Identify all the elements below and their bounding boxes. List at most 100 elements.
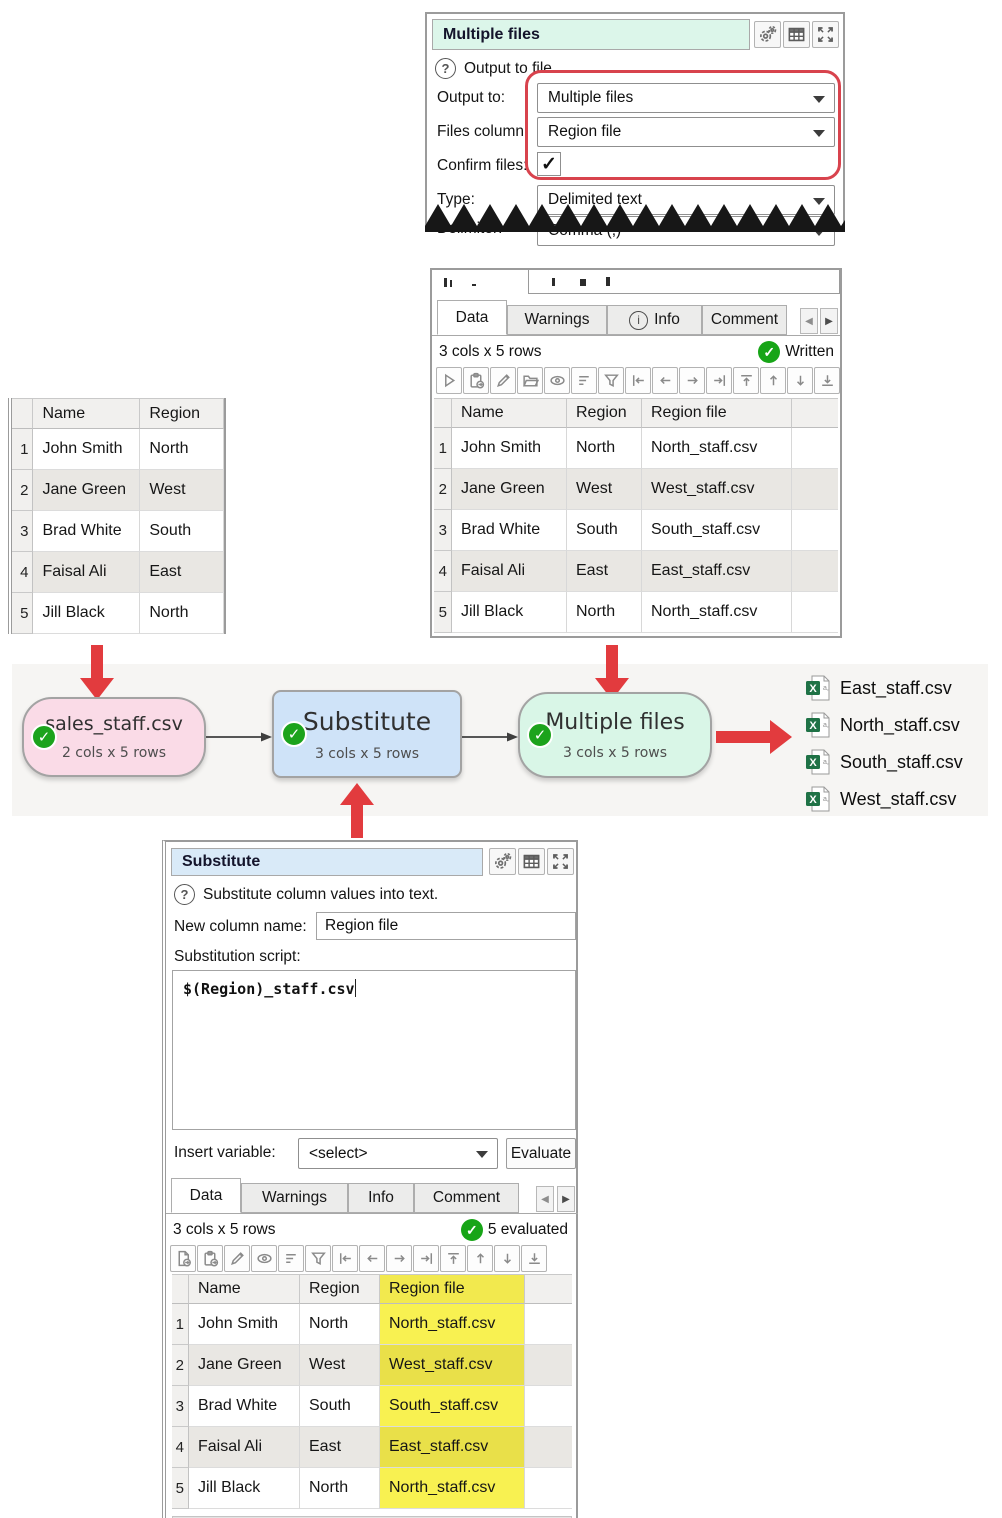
first-column-button[interactable] [332, 1245, 358, 1272]
tab-info[interactable]: i Info [607, 305, 702, 335]
cell[interactable]: John Smith [452, 428, 567, 469]
cell[interactable]: East [300, 1427, 380, 1468]
substitution-script-textarea[interactable]: $(Region)_staff.csv [172, 970, 576, 1130]
edit-button[interactable] [490, 367, 516, 394]
play-button[interactable] [436, 367, 462, 394]
row-number[interactable]: 1 [172, 1304, 189, 1345]
node-sales-staff-csv[interactable]: ✓ sales_staff.csv 2 cols x 5 rows [22, 697, 206, 777]
column-header[interactable]: Region [140, 398, 224, 429]
settings-gear-button[interactable] [489, 848, 516, 875]
row-number[interactable]: 2 [172, 1345, 189, 1386]
first-row-button[interactable] [440, 1245, 466, 1272]
cell[interactable]: Faisal Ali [33, 552, 141, 593]
cell[interactable]: East [140, 552, 224, 593]
tab-data[interactable]: Data [171, 1178, 241, 1213]
view-button[interactable] [251, 1245, 277, 1272]
cell[interactable]: North_staff.csv [642, 428, 792, 469]
cell[interactable]: Jane Green [33, 470, 141, 511]
settings-gear-button[interactable] [754, 21, 781, 48]
cell[interactable]: Faisal Ali [189, 1427, 300, 1468]
cell[interactable]: Brad White [189, 1386, 300, 1427]
cell[interactable]: North [567, 592, 642, 633]
row-number[interactable]: 5 [434, 592, 452, 633]
row-number[interactable]: 1 [12, 429, 34, 470]
cell[interactable]: South [567, 510, 642, 551]
cell[interactable]: Jill Black [189, 1468, 300, 1509]
confirm-files-checkbox[interactable]: ✓ [537, 152, 561, 176]
next-row-button[interactable] [787, 367, 813, 394]
files-column-select[interactable]: Region file [537, 117, 835, 147]
cell-highlighted[interactable]: East_staff.csv [380, 1427, 525, 1468]
insert-variable-select[interactable]: <select> [298, 1138, 498, 1169]
last-column-button[interactable] [413, 1245, 439, 1272]
filter-button[interactable] [598, 367, 624, 394]
maximize-button[interactable] [547, 848, 574, 875]
table-view-button[interactable] [518, 848, 545, 875]
previous-column-button[interactable] [652, 367, 678, 394]
last-row-button[interactable] [521, 1245, 547, 1272]
tab-scroll-left-button[interactable]: ◀ [536, 1186, 554, 1212]
cell[interactable]: Jill Black [452, 592, 567, 633]
help-icon[interactable]: ? [174, 884, 195, 905]
cell[interactable]: East_staff.csv [642, 551, 792, 592]
new-column-name-input[interactable]: Region file [316, 912, 576, 940]
column-header[interactable]: Name [452, 398, 567, 428]
sort-button[interactable] [571, 367, 597, 394]
cell[interactable]: Jane Green [189, 1345, 300, 1386]
paste-button[interactable] [197, 1245, 223, 1272]
node-multiple-files[interactable]: ✓ Multiple files 3 cols x 5 rows [518, 692, 712, 778]
next-column-button[interactable] [386, 1245, 412, 1272]
cell[interactable]: West [140, 470, 224, 511]
row-number[interactable]: 5 [172, 1468, 189, 1509]
row-number[interactable]: 3 [12, 511, 34, 552]
column-header[interactable]: Name [189, 1274, 300, 1304]
cell[interactable]: John Smith [189, 1304, 300, 1345]
cell[interactable]: North [300, 1304, 380, 1345]
filter-button[interactable] [305, 1245, 331, 1272]
cell[interactable]: Brad White [452, 510, 567, 551]
maximize-button[interactable] [812, 21, 839, 48]
column-header[interactable]: Region [300, 1274, 380, 1304]
tab-warnings[interactable]: Warnings [241, 1183, 348, 1213]
type-select[interactable]: Delimited text [537, 185, 835, 215]
row-number[interactable]: 5 [12, 593, 34, 634]
row-number[interactable]: 1 [434, 428, 452, 469]
cell[interactable]: Jane Green [452, 469, 567, 510]
previous-row-button[interactable] [760, 367, 786, 394]
row-number[interactable]: 2 [12, 470, 34, 511]
tab-scroll-right-button[interactable]: ▶ [820, 308, 838, 334]
tab-scroll-left-button[interactable]: ◀ [800, 308, 818, 334]
cell[interactable]: John Smith [33, 429, 141, 470]
last-row-button[interactable] [814, 367, 840, 394]
cell[interactable]: South [140, 511, 224, 552]
cell[interactable]: Brad White [33, 511, 141, 552]
cell[interactable]: South_staff.csv [642, 510, 792, 551]
cell-highlighted[interactable]: South_staff.csv [380, 1386, 525, 1427]
cell[interactable]: West_staff.csv [642, 469, 792, 510]
new-file-button[interactable] [170, 1245, 196, 1272]
open-folder-button[interactable] [517, 367, 543, 394]
column-header[interactable]: Name [33, 398, 141, 429]
tab-data[interactable]: Data [437, 300, 507, 335]
row-number[interactable]: 4 [434, 551, 452, 592]
cell[interactable]: Faisal Ali [452, 551, 567, 592]
tab-info[interactable]: Info [348, 1183, 414, 1213]
output-to-select[interactable]: Multiple files [537, 83, 835, 113]
row-number[interactable]: 2 [434, 469, 452, 510]
view-button[interactable] [544, 367, 570, 394]
tab-comment[interactable]: Comment [414, 1183, 519, 1213]
paste-button[interactable] [463, 367, 489, 394]
next-row-button[interactable] [494, 1245, 520, 1272]
cell-highlighted[interactable]: North_staff.csv [380, 1468, 525, 1509]
cell[interactable]: Jill Black [33, 593, 141, 634]
help-icon[interactable]: ? [435, 58, 456, 79]
last-column-button[interactable] [706, 367, 732, 394]
cell[interactable]: North [140, 429, 224, 470]
tab-warnings[interactable]: Warnings [507, 305, 607, 335]
cell[interactable]: North [567, 428, 642, 469]
row-number[interactable]: 3 [172, 1386, 189, 1427]
cell[interactable]: East [567, 551, 642, 592]
column-header[interactable]: Region file [642, 398, 792, 428]
evaluate-button[interactable]: Evaluate [506, 1138, 576, 1169]
previous-row-button[interactable] [467, 1245, 493, 1272]
